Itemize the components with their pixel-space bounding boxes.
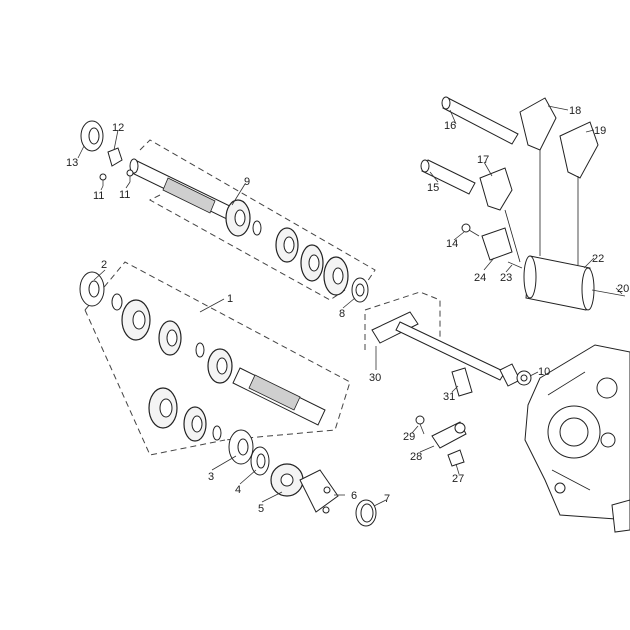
callout-10: 10	[538, 366, 550, 378]
plate-12	[107, 147, 123, 167]
callout-7: 7	[384, 493, 390, 505]
plate-6	[299, 469, 339, 514]
shift-fork-19	[559, 121, 599, 179]
callout-labels: 1 2 3 4 5 6 7 8 9 10 11 11 12 13 14 15 1…	[66, 105, 629, 515]
shift-fork-17	[479, 167, 513, 211]
callout-30: 30	[369, 372, 381, 384]
shift-fork-shaft-15	[420, 159, 476, 195]
callout-11a: 11	[93, 190, 104, 202]
callout-14: 14	[446, 238, 458, 250]
seal-4	[250, 446, 270, 476]
bolt-11a	[99, 173, 107, 186]
callout-20: 20	[617, 283, 629, 295]
callout-4: 4	[235, 484, 241, 496]
leader-lines	[77, 105, 623, 507]
callout-18: 18	[569, 105, 581, 117]
spring-31	[451, 367, 473, 397]
callout-5: 5	[258, 503, 264, 515]
shift-fork-18	[519, 97, 557, 151]
spring-27	[447, 449, 465, 467]
callout-2: 2	[101, 259, 107, 271]
cam-plate-24	[481, 227, 513, 261]
sprocket-5	[270, 463, 304, 497]
callout-9: 9	[244, 176, 250, 188]
callout-11b: 11	[119, 189, 130, 201]
washer-7	[355, 499, 377, 527]
callout-28: 28	[410, 451, 422, 463]
callout-6: 6	[351, 490, 357, 502]
callout-29: 29	[403, 431, 415, 443]
bearing-13	[80, 120, 104, 152]
callout-13: 13	[66, 157, 78, 169]
callout-8: 8	[339, 308, 345, 320]
callout-27: 27	[452, 473, 464, 485]
callout-1: 1	[227, 293, 233, 305]
callout-16: 16	[444, 120, 456, 132]
pin-23	[507, 261, 523, 269]
stopper-arm-28	[431, 421, 467, 449]
bolt-14	[461, 223, 480, 237]
spring-10	[516, 370, 532, 386]
callout-24: 24	[474, 272, 486, 284]
fork-line-3	[504, 209, 521, 263]
callout-3: 3	[208, 471, 214, 483]
shift-drum-22	[523, 255, 626, 311]
countershaft-group	[129, 139, 376, 303]
callout-31: 31	[443, 391, 455, 403]
callout-23: 23	[500, 272, 512, 284]
callout-19: 19	[594, 125, 606, 137]
callout-12: 12	[112, 122, 124, 134]
bolt-29	[415, 415, 425, 435]
crankcase	[524, 344, 630, 533]
shift-spindle-group	[364, 291, 521, 387]
mainshaft-group	[79, 261, 351, 456]
bolt-11b	[126, 169, 134, 182]
callout-17: 17	[477, 154, 489, 166]
shift-fork-shaft-16	[441, 96, 519, 145]
callout-22: 22	[592, 253, 604, 265]
callout-15: 15	[427, 182, 439, 194]
bearing-3	[228, 429, 254, 465]
